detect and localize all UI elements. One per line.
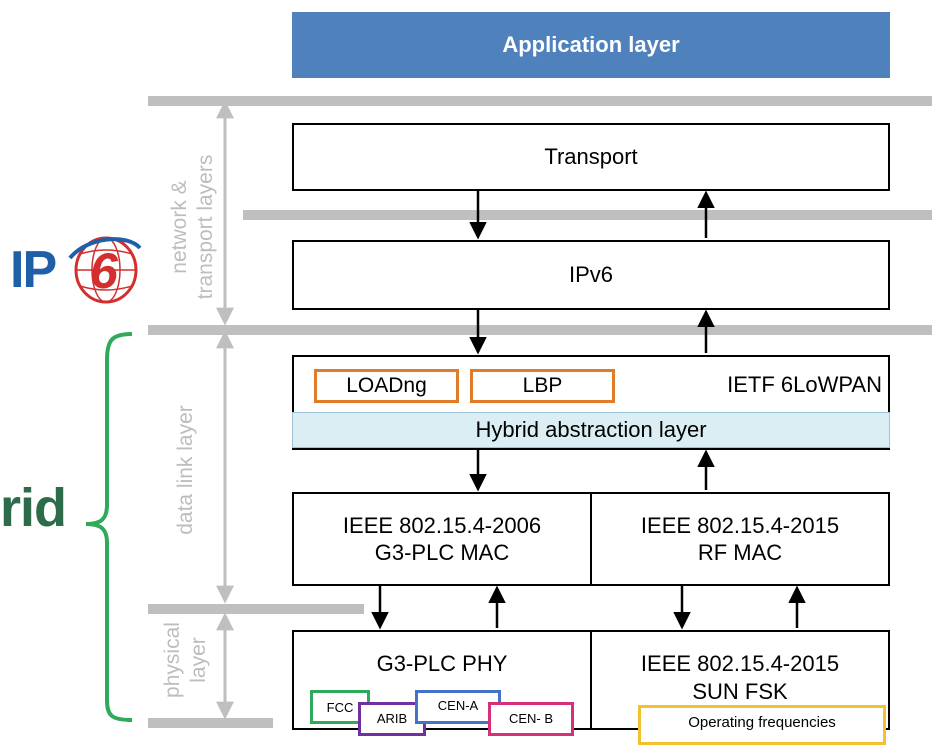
transport-box: Transport — [292, 123, 890, 191]
rf-phy-line1: IEEE 802.15.4-2015 — [640, 651, 840, 676]
ipv6-logo: IP 6 — [8, 228, 143, 310]
rf-phy-line2: SUN FSK — [692, 678, 788, 704]
band-cen-b-label: CEN- B — [508, 711, 554, 726]
band-operating-label: Operating frequencies — [688, 714, 836, 731]
loadng-label: LOADng — [346, 374, 427, 397]
hybrid-abstraction-layer: Hybrid abstraction layer — [292, 412, 890, 448]
ipv6-logo-ip: IP — [10, 241, 57, 299]
lbp-box: LBP — [470, 369, 615, 403]
hybrid-bracket — [85, 332, 133, 722]
plc-phy-label: G3-PLC PHY — [376, 651, 508, 676]
ietf-6lowpan-label: IETF 6LoWPAN — [727, 372, 882, 397]
ipv6-label: IPv6 — [568, 262, 614, 288]
hybrid-abstraction-label: Hybrid abstraction layer — [475, 417, 707, 442]
loadng-box: LOADng — [314, 369, 459, 403]
transport-label: Transport — [544, 144, 638, 170]
separator-network-datalink — [148, 325, 932, 335]
band-arib-label: ARIB — [376, 711, 408, 726]
ipv6-globe-icon — [68, 236, 142, 304]
separator-transport-ipv6 — [243, 210, 932, 220]
separator-datalink-physical — [148, 604, 364, 614]
ipv6-box: IPv6 — [292, 240, 890, 310]
band-cen-a-label: CEN-A — [437, 698, 479, 713]
band-arib: ARIB — [358, 702, 426, 736]
plc-mac-line2: G3-PLC MAC — [374, 540, 510, 565]
separator-bottom — [148, 718, 273, 728]
rf-mac-line2: RF MAC — [697, 540, 783, 565]
plc-mac-box: IEEE 802.15.4-2006 G3-PLC MAC — [292, 492, 592, 586]
ipv6-logo-six: 6 — [90, 243, 118, 299]
hybrid-partial-label: rid — [0, 478, 67, 538]
rf-mac-box: IEEE 802.15.4-2015 RF MAC — [590, 492, 890, 586]
application-layer: Application layer — [292, 12, 890, 78]
rf-mac-line1: IEEE 802.15.4-2015 — [640, 512, 840, 538]
plc-mac-line1: IEEE 802.15.4-2006 — [342, 512, 542, 538]
separator-top — [148, 96, 932, 106]
lbp-label: LBP — [522, 374, 563, 397]
band-cen-b: CEN- B — [488, 702, 574, 736]
band-fcc-label: FCC — [326, 700, 354, 715]
